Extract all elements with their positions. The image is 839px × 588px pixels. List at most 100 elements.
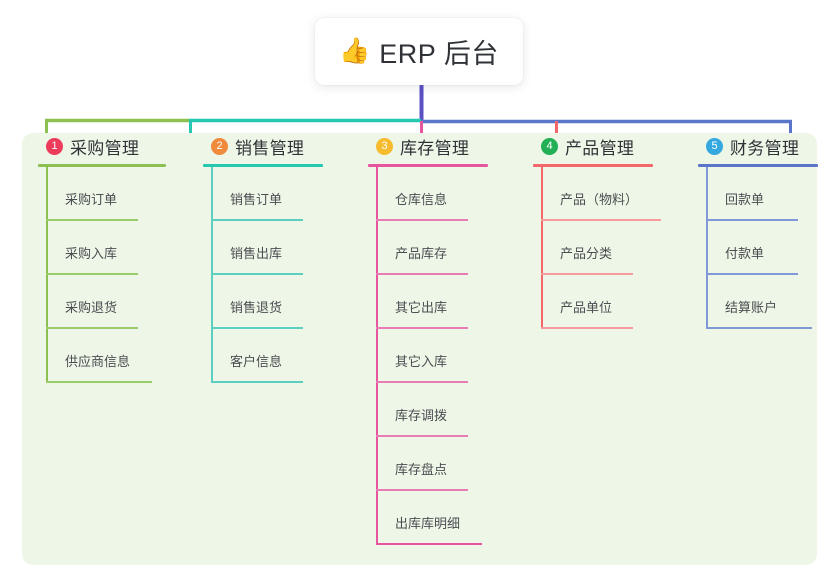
branch-spine-2 [211,167,213,383]
item-label: 回款单 [725,192,765,207]
item-label: 库存调拨 [395,408,448,423]
branch-header-4[interactable]: 4 产品管理 [525,133,690,159]
branch-badge-3: 3 [376,137,393,155]
item-rule [211,219,303,221]
item-rule [376,489,468,491]
list-item[interactable]: 产品（物料） [525,167,690,221]
item-label: 产品库存 [395,246,448,261]
item-label: 库存盘点 [395,462,448,477]
item-label: 出库库明细 [395,516,461,531]
list-item[interactable]: 采购订单 [30,167,195,221]
item-rule [706,327,812,329]
item-rule [376,543,482,545]
branch-header-5[interactable]: 5 财务管理 [690,133,839,159]
branch-spine-4 [541,167,543,329]
branch-spine-3 [376,167,378,545]
list-item[interactable]: 产品库存 [360,221,525,275]
item-label: 销售出库 [230,246,283,261]
item-rule [541,219,661,221]
branch-rule-3 [368,164,488,167]
item-rule [46,381,152,383]
list-item[interactable]: 销售出库 [195,221,360,275]
branch-title-4: 产品管理 [565,138,635,158]
root-node[interactable]: 👍 ERP 后台 [315,18,523,85]
list-item[interactable]: 客户信息 [195,329,360,383]
item-label: 产品分类 [560,246,613,261]
branch-rule-1 [38,164,166,167]
list-item[interactable]: 回款单 [690,167,839,221]
item-rule [211,273,303,275]
item-rule [46,327,138,329]
item-rule [541,327,633,329]
item-label: 客户信息 [230,354,283,369]
branch-badge-1: 1 [46,137,63,155]
item-rule [376,381,468,383]
branch-title-2: 销售管理 [235,138,305,158]
branch-items-4: 产品（物料） 产品分类 产品单位 [525,167,690,329]
thumbs-up-icon: 👍 [339,37,371,65]
branch-title-3: 库存管理 [400,138,470,158]
item-label: 销售订单 [230,192,283,207]
branch-title-5: 财务管理 [730,138,800,158]
branch-rule-4 [533,164,653,167]
branch-spine-5 [706,167,708,329]
list-item[interactable]: 库存调拨 [360,383,525,437]
branches-panel: 1 采购管理 采购订单 采购入库 采购退货 供应商信息 [22,133,818,565]
item-rule [706,273,798,275]
branch-items-2: 销售订单 销售出库 销售退货 客户信息 [195,167,360,383]
item-label: 其它出库 [395,300,448,315]
branch-header-3[interactable]: 3 库存管理 [360,133,525,159]
item-rule [211,381,303,383]
branch-header-1[interactable]: 1 采购管理 [30,133,195,159]
item-label: 产品单位 [560,300,613,315]
list-item[interactable]: 付款单 [690,221,839,275]
list-item[interactable]: 销售订单 [195,167,360,221]
item-rule [541,273,633,275]
item-label: 付款单 [725,246,765,261]
item-label: 供应商信息 [65,354,131,369]
branch-title-1: 采购管理 [70,138,140,158]
item-label: 采购入库 [65,246,118,261]
list-item[interactable]: 采购退货 [30,275,195,329]
list-item[interactable]: 其它出库 [360,275,525,329]
item-rule [46,219,138,221]
branch-column-1: 1 采购管理 采购订单 采购入库 采购退货 供应商信息 [30,133,195,383]
item-label: 仓库信息 [395,192,448,207]
list-item[interactable]: 出库库明细 [360,491,525,545]
item-label: 采购退货 [65,300,118,315]
branch-items-3: 仓库信息 产品库存 其它出库 其它入库 库存调拨 库存盘点 [360,167,525,545]
branch-spine-1 [46,167,48,383]
branch-items-5: 回款单 付款单 结算账户 [690,167,839,329]
list-item[interactable]: 采购入库 [30,221,195,275]
branch-column-2: 2 销售管理 销售订单 销售出库 销售退货 客户信息 [195,133,360,383]
item-rule [376,273,468,275]
item-rule [706,219,798,221]
item-rule [376,435,468,437]
item-label: 产品（物料） [560,192,639,207]
list-item[interactable]: 产品单位 [525,275,690,329]
item-rule [376,219,468,221]
list-item[interactable]: 仓库信息 [360,167,525,221]
list-item[interactable]: 销售退货 [195,275,360,329]
branch-column-3: 3 库存管理 仓库信息 产品库存 其它出库 其它入库 库存调拨 [360,133,525,545]
branch-badge-5: 5 [706,137,723,155]
item-rule [211,327,303,329]
item-label: 采购订单 [65,192,118,207]
item-rule [46,273,138,275]
branch-rule-5 [698,164,818,167]
branch-badge-4: 4 [541,137,558,155]
list-item[interactable]: 其它入库 [360,329,525,383]
list-item[interactable]: 供应商信息 [30,329,195,383]
list-item[interactable]: 产品分类 [525,221,690,275]
item-label: 结算账户 [725,300,778,315]
item-label: 销售退货 [230,300,283,315]
list-item[interactable]: 结算账户 [690,275,839,329]
branch-rule-2 [203,164,323,167]
branch-header-2[interactable]: 2 销售管理 [195,133,360,159]
list-item[interactable]: 库存盘点 [360,437,525,491]
branch-column-5: 5 财务管理 回款单 付款单 结算账户 [690,133,839,329]
root-node-label: ERP 后台 [379,39,499,69]
branch-badge-2: 2 [211,137,228,155]
item-label: 其它入库 [395,354,448,369]
branch-column-4: 4 产品管理 产品（物料） 产品分类 产品单位 [525,133,690,329]
